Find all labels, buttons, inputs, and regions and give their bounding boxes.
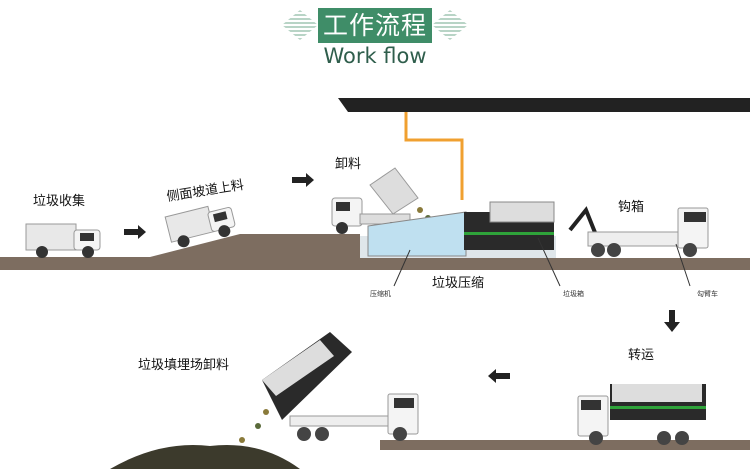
arrow-right-icon [292,173,314,187]
page-subtitle: Work flow [323,44,427,68]
canopy [338,98,750,112]
part-bin-label: 垃圾箱 [563,290,584,298]
arrow-down-icon [664,310,680,332]
upper-ground [0,234,750,270]
step-compress-label: 垃圾压缩 [432,276,485,291]
landfill-heap [110,444,300,469]
part-hook-truck-label: 勾臂车 [697,290,718,298]
hook-truck [568,206,709,257]
transport-truck [577,384,706,445]
step-unload-label: 卸料 [335,157,362,172]
arrow-right-icon [124,225,146,239]
step-transport-label: 转运 [628,348,655,363]
page-title: 工作流程 [318,8,432,43]
collection-truck [25,223,101,258]
callout-compressor [393,249,411,287]
callout-bin [537,237,561,287]
part-compressor-label: 压缩机 [370,290,391,298]
compressor-station [367,201,555,257]
step-collect-label: 垃圾收集 [33,194,86,209]
callout-hook-truck [675,243,691,287]
arrow-left-icon [488,369,510,383]
landfill-truck [239,332,419,443]
step-hook-label: 钩箱 [618,200,645,215]
pipe [404,112,464,200]
step-landfill-label: 垃圾填埋场卸料 [138,358,230,373]
ramp-truck [164,205,236,248]
lower-ground [380,440,750,450]
